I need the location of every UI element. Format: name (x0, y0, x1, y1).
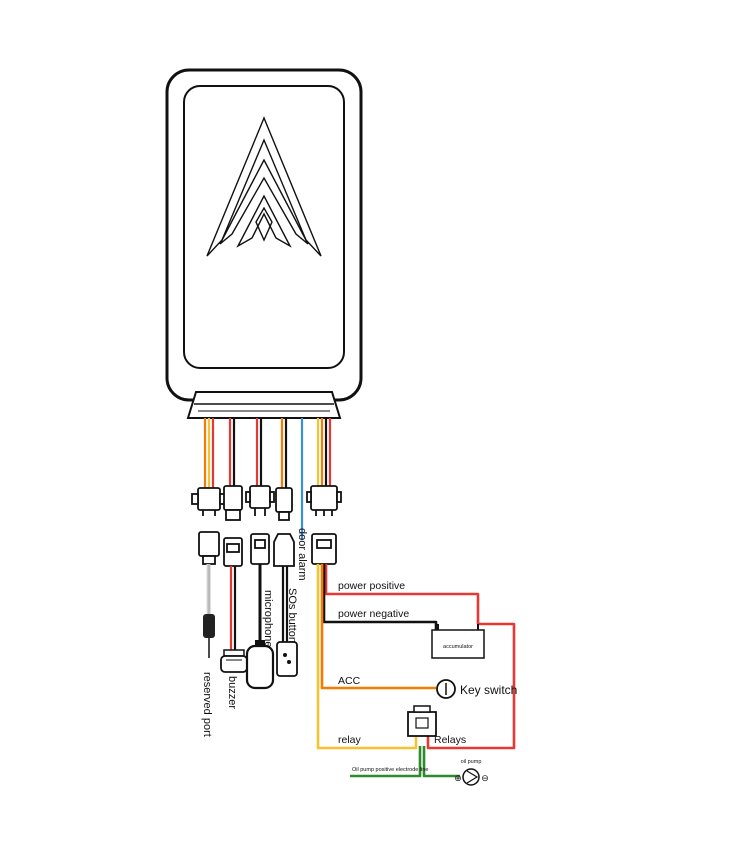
connector-reserved-port-male (191, 487, 227, 516)
oil-pump-line-label: Oil pump positive electrode line (352, 767, 428, 773)
power-wiring (316, 564, 516, 778)
acc-label: ACC (338, 675, 361, 687)
connector-power-female (311, 533, 337, 565)
connector-reserved-port-female (198, 531, 220, 565)
buzzer-label: buzzer (226, 676, 238, 709)
key-switch-icon: Key switch (436, 679, 517, 699)
device-logo-icon (206, 116, 322, 257)
device-inner-panel (183, 85, 345, 369)
reserved-port-label: reserved port (201, 672, 213, 737)
key-switch-label: Key switch (460, 683, 517, 697)
sos-button-label: SOs button (286, 588, 298, 643)
sos-button-icon (276, 641, 298, 677)
connector-buzzer-male (223, 485, 243, 521)
relay-label: relay (338, 734, 362, 746)
device-wires (203, 418, 332, 540)
connector-buzzer-female (223, 537, 243, 567)
oil-pump-plus-sign: ⊕ (454, 773, 462, 783)
peripheral-wires (206, 564, 289, 652)
microphone-label: microphone (262, 590, 274, 647)
connector-sos-male (275, 487, 293, 521)
power-negative-label: power negative (338, 608, 409, 620)
upper-connectors (191, 485, 342, 521)
reserved-port-probe (203, 614, 215, 658)
lower-connectors (198, 531, 337, 567)
accumulator-label: accumulator (443, 644, 473, 650)
relay-box-icon (407, 705, 437, 737)
oil-pump-icon: ⊕ ⊖ oil pump (454, 759, 489, 786)
microphone-icon (245, 640, 275, 690)
accumulator: accumulator (431, 624, 485, 659)
connector-sos-female (273, 533, 295, 567)
gps-tracker-device (165, 68, 363, 419)
door-alarm-label: door alarm (296, 528, 308, 581)
connector-power-male (306, 485, 342, 516)
buzzer-icon (220, 649, 248, 673)
relays-label: Relays (434, 734, 466, 746)
connector-microphone-female (250, 533, 270, 565)
oil-pump-minus-sign: ⊖ (481, 773, 489, 783)
device-cable-gland (186, 391, 342, 419)
connector-microphone-male (245, 485, 275, 516)
power-positive-label: power positive (338, 580, 405, 592)
oil-pump-label: oil pump (461, 759, 482, 765)
